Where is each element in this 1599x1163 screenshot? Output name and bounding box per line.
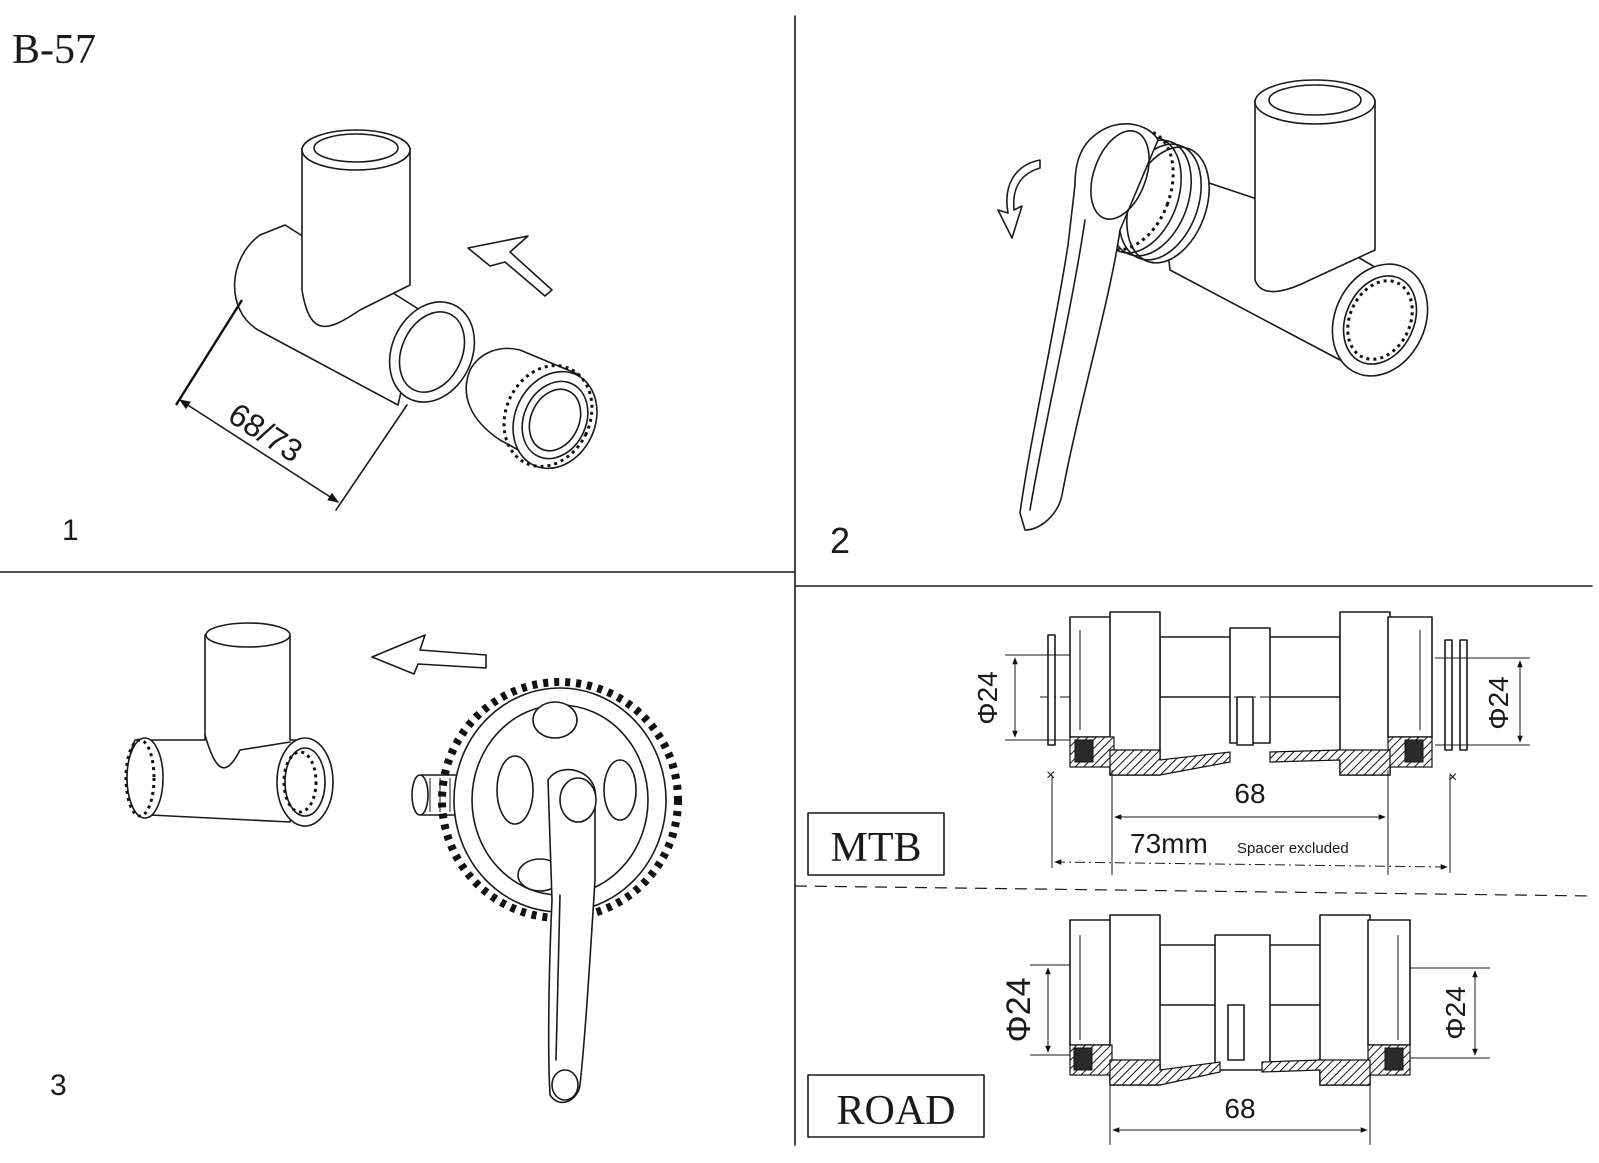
step-1-panel: 68/73 1 — [62, 129, 598, 547]
frame-shell-1 — [233, 129, 476, 406]
svg-text:×: × — [1448, 769, 1457, 786]
insert-arrow-3 — [371, 634, 487, 675]
bb-wrench — [1019, 123, 1159, 531]
road-label: ROAD — [836, 1088, 955, 1134]
step-1-number: 1 — [62, 514, 79, 547]
mtb-width-68: 68 — [1234, 778, 1265, 809]
mtb-label: MTB — [830, 825, 921, 871]
step-3-number: 3 — [50, 1069, 67, 1102]
crankset — [411, 678, 682, 1104]
step-2-number: 2 — [830, 520, 850, 561]
dimension-68-73: 68/73 — [222, 396, 309, 470]
mtb-label-box — [807, 812, 945, 876]
step-2-panel: 2 — [830, 79, 1429, 561]
mtb-diameter-right: Φ24 — [1483, 676, 1514, 729]
mtb-section: MTB Φ24 Φ24 × × — [807, 611, 1530, 876]
model-label: B-57 — [12, 27, 96, 73]
road-diameter-left: Φ24 — [1000, 978, 1038, 1043]
panel-dividers — [0, 15, 1593, 1146]
svg-text:×: × — [1046, 767, 1055, 784]
mtb-spacer-note: Spacer excluded — [1237, 840, 1349, 857]
road-section: ROAD Φ24 Φ24 68 — [807, 914, 1490, 1145]
road-label-box — [807, 1074, 985, 1138]
road-width-68: 68 — [1224, 1093, 1255, 1124]
road-diameter-right: Φ24 — [1440, 986, 1471, 1039]
rotate-arrow — [997, 159, 1041, 239]
frame-shell-2 — [1164, 79, 1429, 377]
bearing-cup-1 — [465, 347, 598, 470]
frame-shell-3 — [124, 622, 334, 827]
mtb-total-width: 73mm — [1130, 828, 1208, 859]
mtb-diameter-left: Φ24 — [972, 671, 1003, 724]
step-3-panel: 3 — [50, 622, 682, 1104]
insert-arrow-1 — [467, 235, 553, 297]
